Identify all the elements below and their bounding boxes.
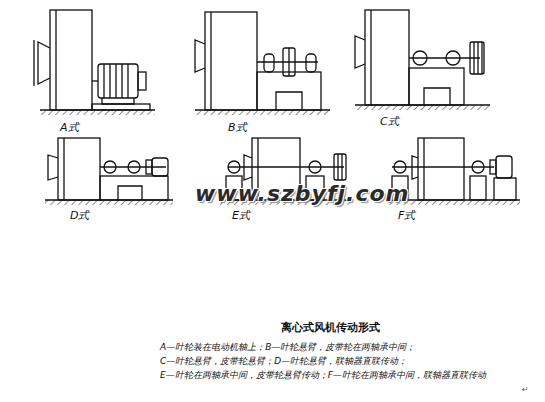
watermark: www.szbyfj.com: [195, 182, 409, 206]
paragraph-mark: ↵: [522, 386, 529, 395]
caption: 离心式风机传动形式: [281, 322, 380, 334]
type-label: C式: [380, 116, 399, 128]
description-line: E—叶轮在两轴承中间，皮带轮悬臂传动；F—叶轮在两轴承中间，联轴器直联传动: [160, 371, 486, 381]
fan-type-a: [34, 10, 150, 110]
fan-type-d: [48, 138, 168, 200]
type-label: A式: [60, 122, 79, 134]
fan-type-b: [195, 12, 321, 110]
fan-type-f: [392, 138, 516, 200]
description-line: A—叶轮装在电动机轴上；B—叶轮悬臂，皮带轮在两轴承中间；: [160, 343, 415, 353]
type-label: F式: [398, 210, 415, 222]
fan-type-c: [355, 10, 484, 105]
description-line: C—叶轮悬臂，皮带轮悬臂；D—叶轮悬臂，联轴器直联传动；: [160, 357, 407, 367]
type-label: B式: [228, 122, 247, 134]
type-label: E式: [232, 210, 250, 222]
type-label: D式: [70, 210, 89, 222]
